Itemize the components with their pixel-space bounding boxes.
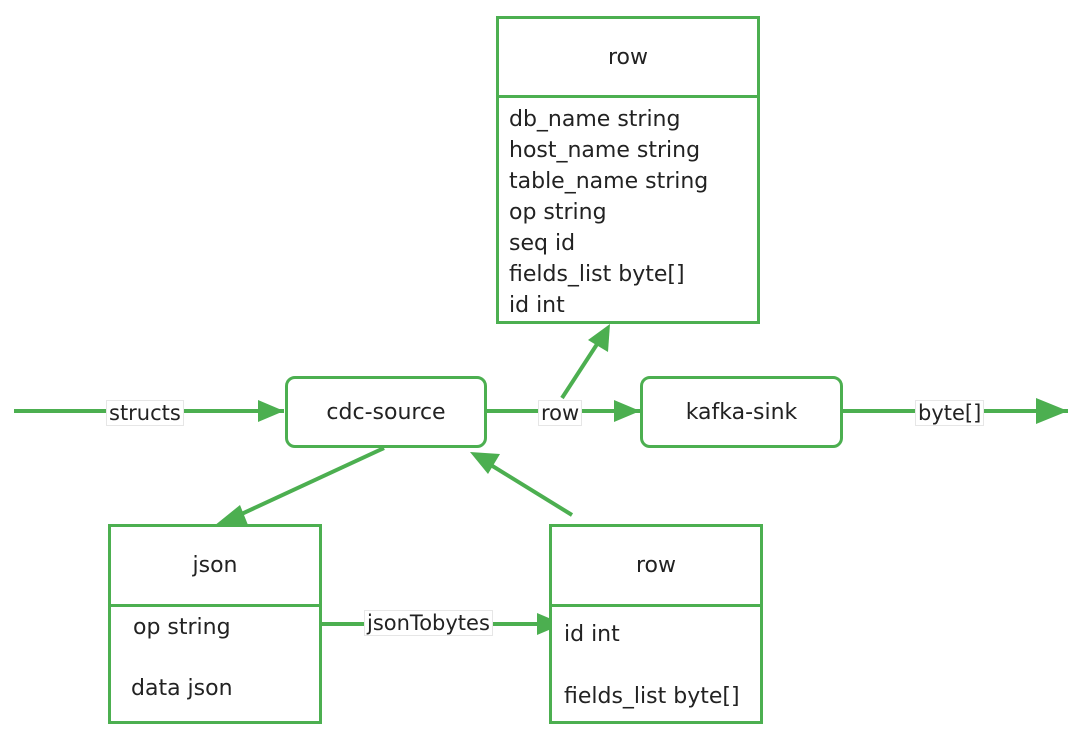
row-schema-box: row db_name string host_name string tabl… xyxy=(496,16,760,324)
edge-label-structs: structs xyxy=(106,400,184,426)
row-bytes-box: row id int fields_list byte[] xyxy=(549,524,763,724)
json-schema-box: json op string data json xyxy=(108,524,322,724)
row-bytes-field: fields_list byte[] xyxy=(564,684,740,709)
json-schema-title: json xyxy=(111,527,319,607)
row-field: seq id xyxy=(509,231,576,256)
row-bytes-title: row xyxy=(552,527,760,607)
edge-to-json xyxy=(234,446,385,519)
row-field: op string xyxy=(509,200,607,225)
row-field: id int xyxy=(509,293,565,318)
kafka-sink-node: kafka-sink xyxy=(640,376,843,448)
edge-label-row: row xyxy=(538,400,583,426)
edge-row-to-schema xyxy=(560,333,605,400)
row-field: host_name string xyxy=(509,138,701,163)
row-field: fields_list byte[] xyxy=(509,262,685,287)
edge-row-back xyxy=(484,460,574,517)
edge-label-bytes: byte[] xyxy=(915,400,985,426)
row-schema-title: row xyxy=(499,19,757,98)
row-field: table_name string xyxy=(509,169,709,194)
json-field: data json xyxy=(131,676,233,701)
row-bytes-field: id int xyxy=(564,622,620,647)
json-field: op string xyxy=(133,615,231,640)
row-field: db_name string xyxy=(509,107,681,132)
edge-label-json-to-bytes: jsonTobytes xyxy=(364,610,493,636)
cdc-source-node: cdc-source xyxy=(285,376,487,448)
